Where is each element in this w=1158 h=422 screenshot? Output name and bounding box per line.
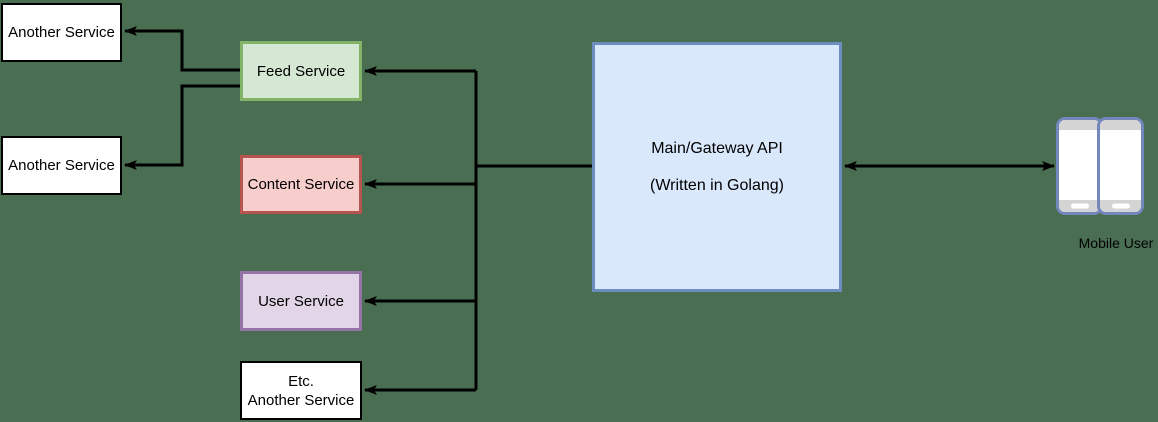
node-label-line1: Etc. [288, 372, 314, 390]
node-label: Feed Service [256, 62, 346, 80]
phone-screen [1059, 130, 1100, 200]
node-feed-service: Feed Service [240, 41, 362, 101]
node-etc-another-service: Etc. Another Service [240, 361, 362, 420]
edge-feed-to-another-top [124, 26, 241, 72]
home-button-icon [1070, 203, 1089, 209]
mobile-user-label: Mobile User [1078, 235, 1154, 251]
node-another-service-top: Another Service [1, 3, 122, 62]
phone-home-band [1100, 200, 1141, 212]
mobile-user-icons [1056, 117, 1148, 215]
node-label: Content Service [247, 176, 355, 193]
edge-feed-to-another-mid [124, 84, 241, 170]
phone-screen [1100, 130, 1141, 200]
node-label: Another Service [8, 157, 115, 174]
phone-speaker-band [1100, 120, 1141, 130]
home-button-icon [1111, 203, 1130, 209]
smartphone-icon [1097, 117, 1144, 215]
smartphone-icon [1056, 117, 1103, 215]
node-user-service: User Service [240, 271, 362, 331]
gateway-title: Main/Gateway API [651, 140, 783, 157]
node-label: Another Service [8, 24, 115, 41]
phone-speaker-band [1059, 120, 1100, 130]
node-label: User Service [258, 292, 344, 310]
gateway-subtitle: (Written in Golang) [650, 177, 784, 194]
node-another-service-mid: Another Service [1, 136, 122, 195]
node-content-service: Content Service [240, 155, 362, 214]
node-label-line2: Another Service [247, 391, 355, 409]
phone-home-band [1059, 200, 1100, 212]
node-main-gateway-api: Main/Gateway API (Written in Golang) [592, 42, 842, 292]
